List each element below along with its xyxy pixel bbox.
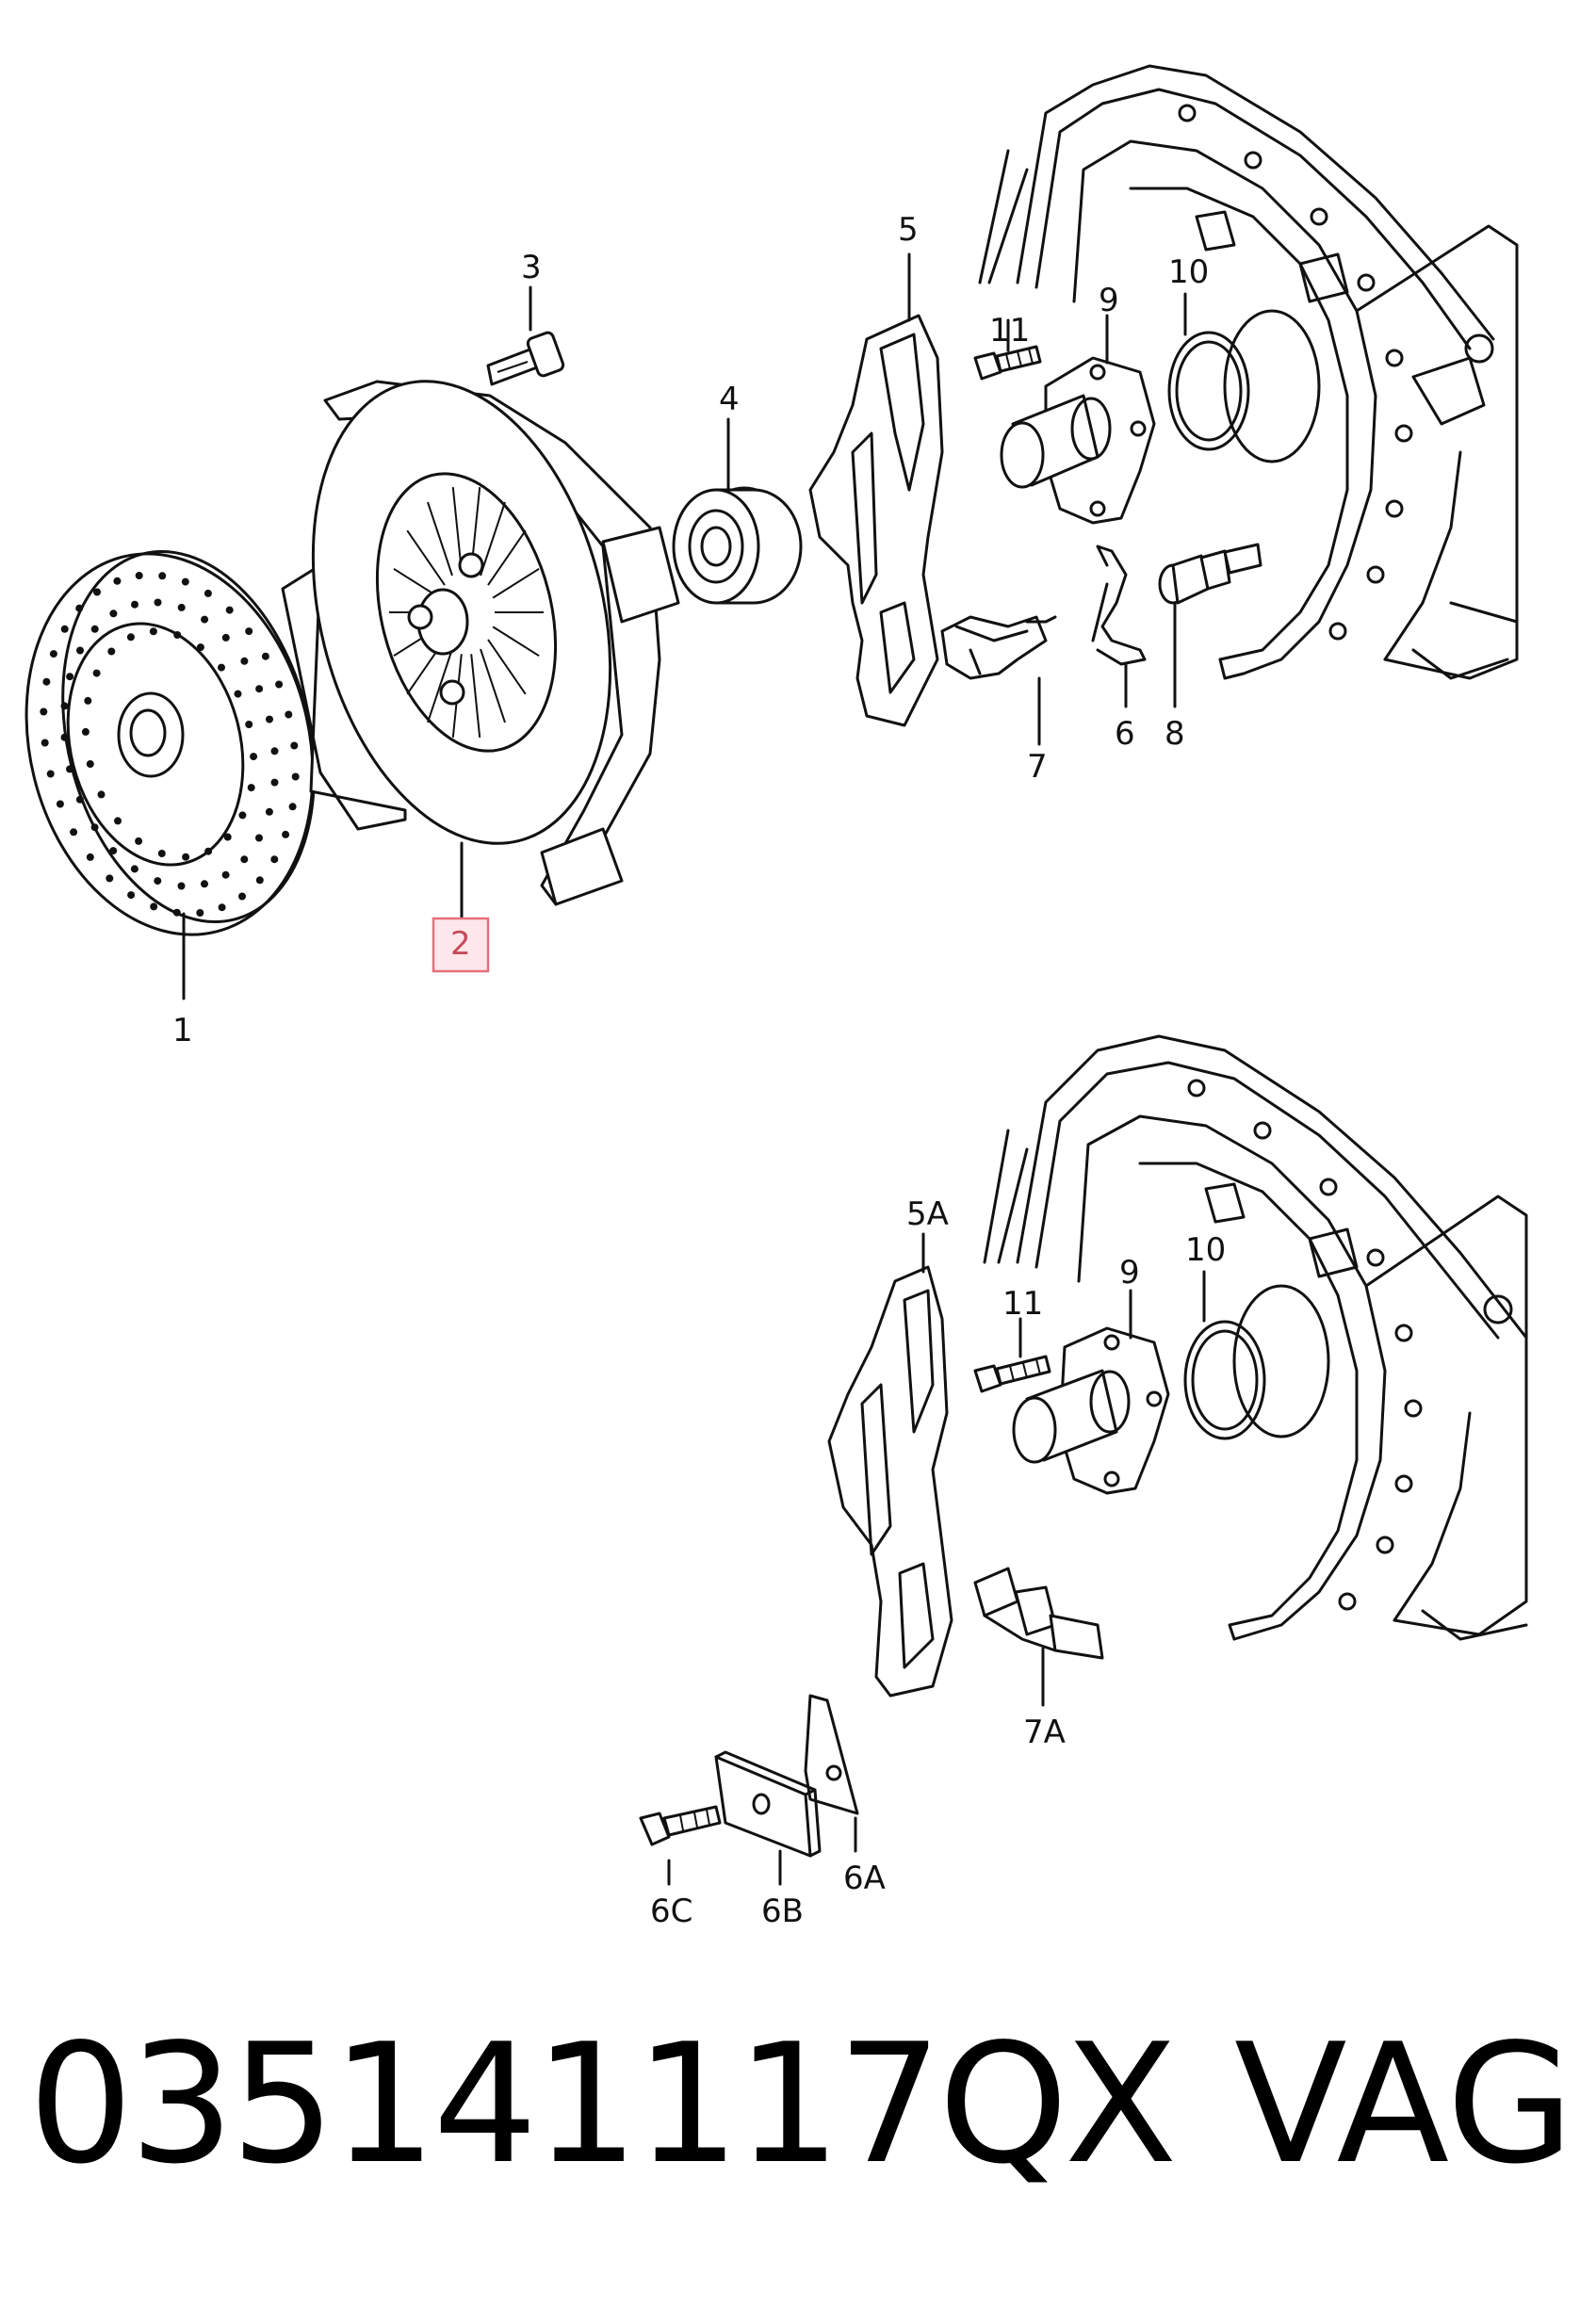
part-footer: 035141117QX VAG [28,1997,1574,2214]
guide-sleeve [1000,356,1156,525]
spring-clip [1091,544,1147,666]
release-bearing [672,486,803,605]
callout-7a: 7A [1023,1714,1066,1751]
transmission-housing-upper [978,64,1519,680]
callout-9: 9 [1099,282,1119,319]
release-lever-clip [940,615,1057,680]
callout-4: 4 [719,381,740,418]
pivot-stud [1158,543,1262,605]
bracket-6a [804,1694,859,1815]
brand-name: VAG [1234,2009,1574,2201]
callout-11: 11 [989,312,1030,349]
guide-sleeve-lower [1012,1326,1170,1495]
housing-bolt-holes-lower [1187,1079,1423,1611]
callout-10-lower: 10 [1185,1231,1226,1269]
callout-8: 8 [1165,715,1185,753]
disc-friction-holes [40,572,300,917]
guide-sleeve-bolt [973,345,1042,381]
callout-6c: 6C [650,1893,692,1930]
callout-6b: 6B [761,1893,804,1930]
bolt-6c [639,1805,722,1846]
clutch-disc [24,549,316,936]
guide-sleeve-bolt-lower [973,1355,1051,1393]
release-fork-5a [827,1265,953,1698]
callout-3: 3 [521,249,542,286]
callout-11-lower: 11 [1002,1285,1043,1323]
release-fork [808,314,944,727]
callout-7: 7 [1027,748,1048,786]
part-number: 035141117QX [28,2009,1178,2201]
seal-ring [1167,331,1250,451]
callout-5a: 5A [906,1195,949,1233]
callout-6: 6 [1115,715,1135,753]
callout-9-lower: 9 [1119,1254,1140,1292]
highlight-callout-box [432,917,490,973]
callout-5: 5 [898,211,919,249]
pressure-plate [281,380,680,906]
pressure-plate-bolt [486,331,565,386]
callout-10: 10 [1168,253,1209,291]
pivot-block-7a [973,1567,1104,1660]
exploded-parts-diagram: 1 2 3 4 5 [24,64,1528,1930]
callout-1: 1 [172,1012,193,1049]
callout-6a: 6A [843,1860,886,1897]
callout-2: 2 [450,925,471,963]
housing-bolt-holes [1178,104,1413,641]
transmission-housing-lower [983,1034,1528,1641]
plate-6b [714,1750,822,1858]
